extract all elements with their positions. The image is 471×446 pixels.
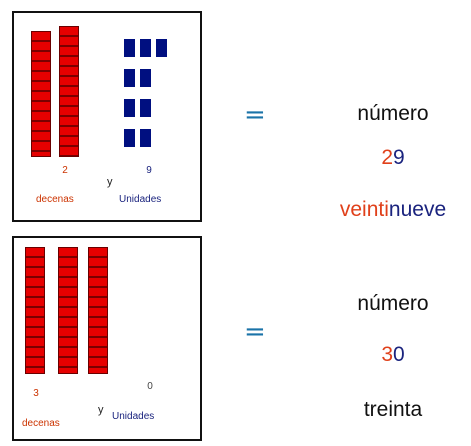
number-tens-digit: 3 — [381, 343, 393, 366]
connector-y: y — [107, 176, 113, 188]
unit-cube — [124, 39, 135, 57]
tens-label: decenas — [22, 418, 60, 429]
connector-y: y — [98, 404, 104, 416]
equals-sign: = — [244, 100, 266, 130]
unit-cube — [140, 99, 151, 117]
number-word: veintinueve — [318, 198, 468, 222]
units-count: 0 — [140, 381, 160, 392]
numero-label: número — [323, 102, 463, 126]
unit-cube — [156, 39, 167, 57]
blocks-panel-30: 3 0 y decenas Unidades — [12, 236, 202, 441]
unit-cube — [124, 129, 135, 147]
word-units-part: nueve — [389, 198, 446, 221]
equals-sign: = — [244, 317, 266, 347]
unit-cube — [140, 129, 151, 147]
tens-count: 2 — [55, 165, 75, 176]
number-value: 29 — [323, 146, 463, 170]
ten-rod — [58, 247, 78, 374]
ten-rod — [31, 31, 51, 157]
units-count: 9 — [139, 165, 159, 176]
units-label: Unidades — [119, 194, 161, 205]
number-tens-digit: 2 — [381, 146, 393, 169]
unit-cube — [140, 69, 151, 87]
tens-count: 3 — [26, 388, 46, 399]
ten-rod — [88, 247, 108, 374]
units-label: Unidades — [112, 411, 154, 422]
numero-label: número — [323, 292, 463, 316]
ten-rod — [59, 26, 79, 157]
word-tens-part: veinti — [340, 198, 389, 221]
number-units-digit: 0 — [393, 343, 405, 366]
number-value: 30 — [323, 343, 463, 367]
unit-cube — [124, 69, 135, 87]
blocks-panel-29: 2 9 y decenas Unidades — [12, 11, 202, 222]
tens-label: decenas — [36, 194, 74, 205]
number-word: treinta — [318, 398, 468, 422]
number-units-digit: 9 — [393, 146, 405, 169]
unit-cube — [124, 99, 135, 117]
unit-cube — [140, 39, 151, 57]
ten-rod — [25, 247, 45, 374]
